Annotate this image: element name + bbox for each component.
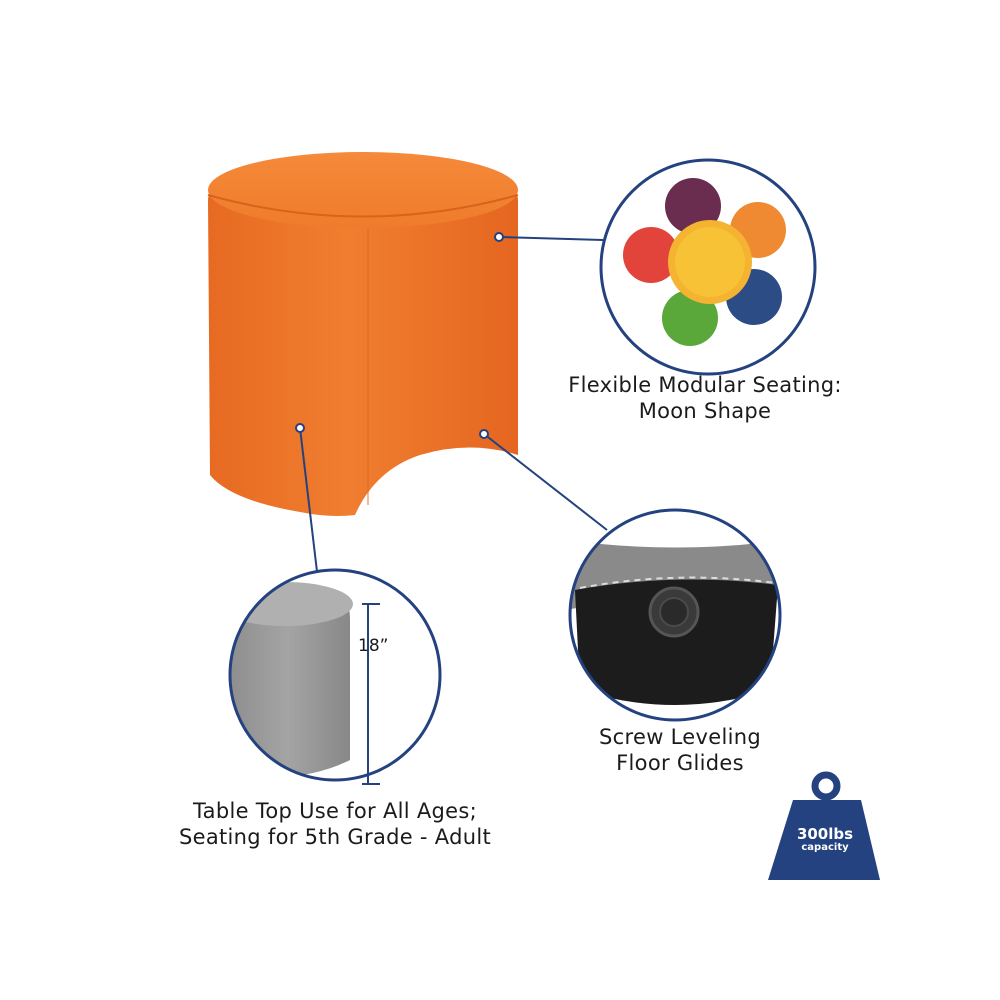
height-callout-circle bbox=[228, 568, 442, 785]
glides-caption-line1: Screw Leveling bbox=[599, 725, 761, 749]
capacity-badge-text: 300lbs capacity bbox=[780, 826, 870, 854]
moon-ottoman bbox=[207, 152, 519, 516]
color-swatch-flower-icon bbox=[623, 178, 786, 346]
height-dimension-line bbox=[362, 603, 380, 785]
glides-caption-line2: Floor Glides bbox=[616, 751, 744, 775]
modular-caption-line1: Flexible Modular Seating: bbox=[568, 373, 842, 397]
modular-callout-circle bbox=[599, 158, 817, 376]
floor-glides-caption: Screw Leveling Floor Glides bbox=[560, 724, 800, 776]
ages-caption: Table Top Use for All Ages; Seating for … bbox=[160, 798, 510, 850]
capacity-label: capacity bbox=[801, 842, 849, 853]
ottoman-top bbox=[208, 152, 518, 228]
height-label: 18” bbox=[358, 636, 389, 656]
weight-capacity-icon bbox=[768, 771, 880, 880]
callout-connectors bbox=[299, 236, 608, 581]
ages-caption-line1: Table Top Use for All Ages; bbox=[193, 799, 477, 823]
callout-dots bbox=[295, 232, 504, 439]
ages-caption-line2: Seating for 5th Grade - Adult bbox=[179, 825, 491, 849]
modular-caption-line2: Moon Shape bbox=[638, 399, 772, 423]
capacity-weight: 300lbs bbox=[796, 825, 854, 843]
ottoman-body bbox=[208, 160, 518, 516]
modular-seating-caption: Flexible Modular Seating: Moon Shape bbox=[560, 372, 850, 424]
glide-callout-circle bbox=[568, 508, 782, 722]
